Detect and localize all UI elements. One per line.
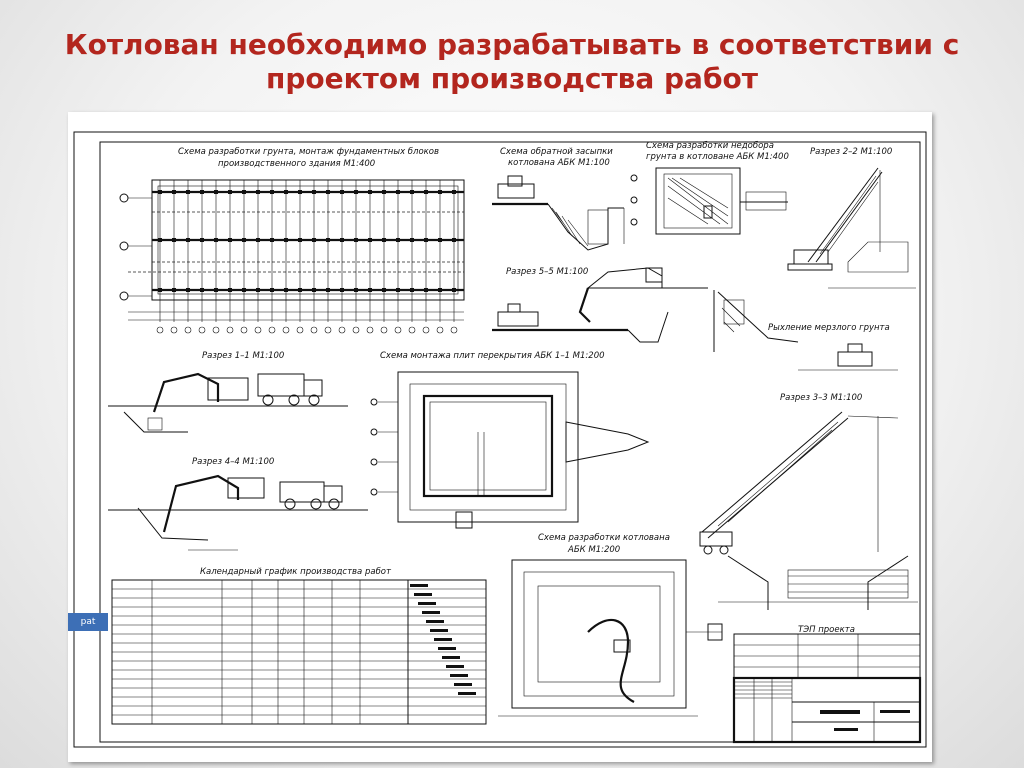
label-backfill: Схема обратной засыпки xyxy=(500,147,613,157)
slab-mounting-scheme: Схема монтажа плит перекрытия АБК 1–1 М1… xyxy=(370,351,650,529)
section-2-2-crane: Разрез 2–2 М1:100 xyxy=(787,147,916,289)
title-block: ТЭП проекта xyxy=(732,625,922,744)
foundation-plan: Схема разработки грунта, монтаж фундамен… xyxy=(119,147,465,334)
slide-title-line2: проектом производства работ xyxy=(266,62,758,95)
label-sec11: Разрез 1–1 М1:100 xyxy=(202,351,284,361)
label-scheme-top2: производственного здания М1:400 xyxy=(218,159,375,169)
label-pit: Схема разработки котлована xyxy=(538,533,670,543)
label-frozen: Рыхление мерзлого грунта xyxy=(768,323,890,333)
section-3-3: Разрез 3–3 М1:100 xyxy=(699,393,918,610)
label-pit2: АБК М1:200 xyxy=(567,545,620,555)
label-shortfall: Схема разработки недобора xyxy=(646,141,774,151)
label-calendar: Календарный график производства работ xyxy=(200,567,392,577)
drawing-border xyxy=(99,141,921,743)
label-backfill2: котлована АБК М1:100 xyxy=(508,158,610,168)
shortfall-scheme: Схема разработки недобора грунта в котло… xyxy=(630,141,789,235)
label-scheme-top: Схема разработки грунта, монтаж фундамен… xyxy=(178,147,439,157)
label-sec44: Разрез 4–4 М1:100 xyxy=(192,457,274,467)
label-sec22: Разрез 2–2 М1:100 xyxy=(810,147,892,157)
slide-title: Котлован необходимо разрабатывать в соот… xyxy=(30,28,994,96)
frozen-soil-scheme: Рыхление мерзлого грунта xyxy=(713,290,898,371)
slide-title-line1: Котлован необходимо разрабатывать в соот… xyxy=(64,28,960,61)
pit-scheme: Схема разработки котлована АБК М1:200 xyxy=(498,533,723,717)
label-slab: Схема монтажа плит перекрытия АБК 1–1 М1… xyxy=(380,351,605,361)
section-1-1: Разрез 1–1 М1:100 xyxy=(108,351,348,433)
sheet-frame xyxy=(73,131,927,748)
label-sec33: Разрез 3–3 М1:100 xyxy=(780,393,862,403)
engineering-drawing-sheet: Схема разработки грунта, монтаж фундамен… xyxy=(68,112,932,762)
section-4-4: Разрез 4–4 М1:100 xyxy=(108,457,368,551)
label-tep: ТЭП проекта xyxy=(798,625,855,635)
calendar-schedule: Календарный график производства работ xyxy=(111,567,487,725)
drawing-canvas: Схема разработки грунта, монтаж фундамен… xyxy=(73,131,927,748)
label-shortfall2: грунта в котловане АБК М1:400 xyxy=(646,152,789,162)
backfill-scheme: Схема обратной засыпки котлована АБК М1:… xyxy=(492,147,625,251)
label-sec55: Разрез 5–5 М1:100 xyxy=(506,267,588,277)
section-5-5: Разрез 5–5 М1:100 xyxy=(492,267,708,343)
side-tab: pat xyxy=(68,613,108,631)
